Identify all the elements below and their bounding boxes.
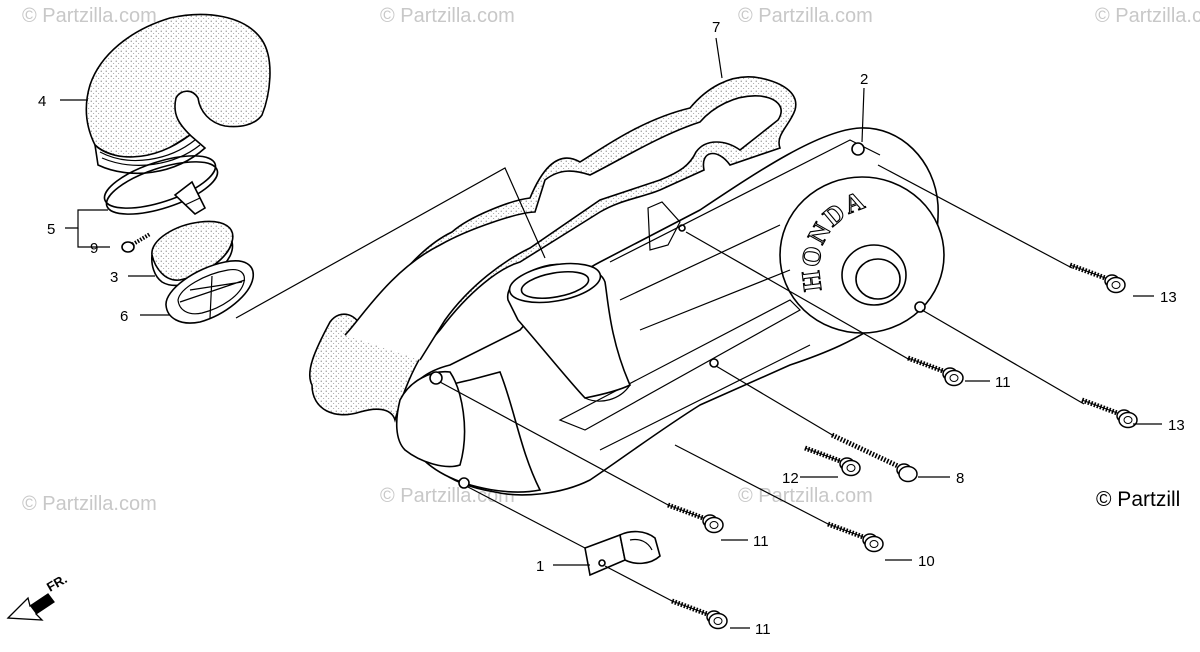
bolt-11-lower — [672, 601, 727, 629]
bolt-13-upper — [1070, 265, 1125, 293]
bracket — [584, 530, 661, 577]
cover-center-cap-inner — [855, 258, 901, 300]
bolt-hole — [851, 142, 865, 156]
copyright-text: © Partzill — [1096, 488, 1180, 511]
callout-12: 12 — [782, 470, 799, 487]
bolt-13-lower — [1082, 400, 1137, 428]
air-duct — [85, 13, 271, 161]
callout-11-center: 11 — [753, 533, 769, 550]
callout-13-upper: 13 — [1160, 289, 1177, 306]
bolt-hole — [914, 301, 926, 313]
callout-6: 6 — [120, 308, 128, 325]
bolt-hole — [458, 477, 470, 489]
bolt-hole — [709, 358, 719, 368]
gasket-inner-outline — [344, 95, 782, 361]
bolt-hole — [429, 371, 443, 385]
callout-9: 9 — [90, 240, 98, 257]
watermark-layer: © Partzilla.com © Partzilla.com © Partzi… — [22, 5, 1200, 515]
watermark: © Partzilla.com — [738, 485, 873, 507]
direction-label: FR. — [44, 571, 70, 594]
callout-8: 8 — [956, 470, 964, 487]
cover-top-edge — [609, 139, 881, 263]
watermark: © Partzilla.com — [1095, 5, 1200, 27]
bolt-8 — [830, 432, 918, 483]
callout-5: 5 — [47, 221, 55, 238]
callout-11-lower: 11 — [755, 621, 771, 638]
element-holder — [165, 260, 254, 324]
screw — [121, 232, 152, 253]
callout-7: 7 — [712, 19, 720, 36]
duct-joint-ridge — [99, 139, 201, 166]
bolt-10 — [828, 524, 883, 552]
callout-3: 3 — [110, 269, 118, 286]
bolt-11-center — [668, 505, 723, 533]
cover-rib — [599, 224, 811, 451]
bolt-12 — [805, 448, 860, 476]
band-clamp — [103, 155, 219, 215]
callout-1: 1 — [536, 558, 544, 575]
cover-mount-boss — [647, 201, 681, 251]
callout-4: 4 — [38, 93, 46, 110]
callout-13-lower: 13 — [1168, 417, 1185, 434]
front-direction-arrow: FR. — [6, 571, 70, 621]
callouts: 4 7 2 5 9 3 6 1 13 13 11 12 8 11 10 11 — [38, 19, 1185, 638]
watermark: © Partzilla.com — [22, 5, 157, 27]
callout-11-right: 11 — [995, 374, 1011, 391]
callout-2: 2 — [860, 71, 868, 88]
cover-rib — [558, 299, 801, 431]
air-intake-funnel — [507, 262, 632, 402]
watermark: © Partzilla.com — [380, 5, 515, 27]
leader-lines — [60, 37, 1162, 629]
bolt-11-right — [908, 358, 963, 386]
watermark: © Partzilla.com — [380, 485, 515, 507]
watermark: © Partzilla.com — [738, 5, 873, 27]
watermark: © Partzilla.com — [22, 493, 157, 515]
callout-10: 10 — [918, 553, 935, 570]
